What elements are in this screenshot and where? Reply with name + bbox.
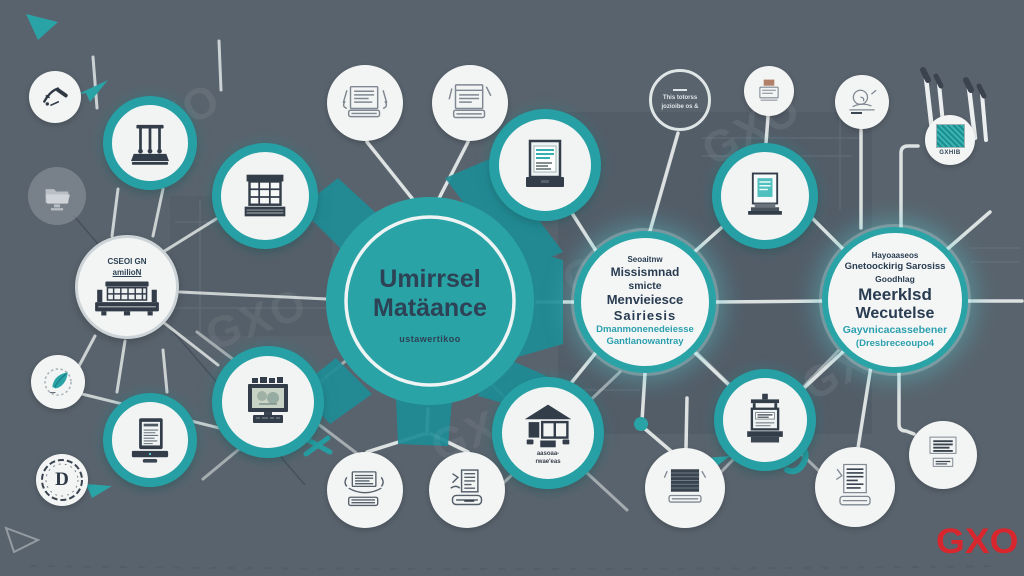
mini-bar — [673, 89, 687, 92]
right-text-line: (Dresbreceoupo4 — [855, 337, 935, 349]
right-text-line: Gayvnicacassebener — [842, 324, 948, 337]
middle-text-line: Dmanmonenedeiesse — [596, 324, 694, 336]
document-sketch-icon — [342, 85, 388, 118]
leaf-gauge-icon — [44, 368, 72, 396]
middle-text-line: Sairiesis — [613, 307, 677, 323]
cradle-machine-node — [103, 96, 197, 190]
tablet-reader-icon — [131, 418, 169, 463]
document-list-icon — [450, 469, 483, 506]
ring-text-line: This totorss — [662, 95, 698, 102]
document-sketch-icon — [759, 79, 779, 101]
tablet-reader-node — [103, 393, 197, 487]
hub-title-line2: Matäance — [373, 294, 487, 322]
house-caption: rwae'eas — [535, 459, 561, 465]
tv-monitor-icon — [248, 377, 288, 423]
dark-grid-node — [645, 448, 725, 528]
document-sketch-icon — [448, 84, 492, 119]
tv-monitor-node — [212, 346, 324, 458]
house-caption: aasoaa- — [536, 450, 560, 457]
snail-sketch-icon — [849, 89, 877, 114]
typewriter-sketch-icon — [344, 471, 384, 507]
text-blob-node — [909, 421, 977, 489]
certificate-stand-icon — [748, 172, 782, 215]
sketch-ring-icon — [41, 459, 83, 501]
hub-subtitle: ustawertikoo — [399, 333, 461, 344]
left-node-line: CSEOI GN — [107, 257, 147, 267]
cradle-machine-icon — [130, 124, 170, 165]
brush-stroke-shape — [920, 67, 988, 142]
right-text-line: Meerklsd — [858, 284, 932, 304]
house-booth-node: aasoaa- rwae'eas — [492, 377, 604, 489]
right-text-line: Goodhlag — [875, 273, 915, 284]
press-machine-icon — [747, 393, 783, 443]
middle-text-node: Seoaitnw Missismnad smicte Menvieiesce S… — [574, 231, 716, 373]
tools-sketch-icon — [43, 87, 68, 107]
middle-text-line: Gantlanowantray — [606, 336, 684, 348]
ring-text-node: This totorss jozioibe os & — [649, 69, 711, 131]
right-text-line: Hayoaaseos — [871, 250, 919, 260]
hatch-square-node: GXHIB — [925, 115, 975, 165]
capitol-building-icon — [95, 281, 159, 316]
document-sketch-node — [432, 65, 508, 141]
central-hub-label: Umirrsel Matäance ustawertikoo — [340, 246, 520, 362]
text-blob-icon — [929, 436, 957, 467]
folder-node — [28, 167, 86, 225]
middle-text-line: Missismnad — [610, 265, 680, 280]
record-sheet-icon — [835, 463, 871, 506]
right-text-node: Hayoaaseos Gnetoockirig Sarosiss Goodhla… — [822, 227, 968, 373]
middle-text-line: smicte — [628, 279, 662, 292]
document-list-sketch-node — [429, 452, 505, 528]
house-booth-icon — [524, 404, 572, 448]
window-building-icon — [244, 174, 286, 217]
dark-grid-icon — [663, 469, 707, 503]
press-machine-node — [714, 369, 816, 471]
leaf-gauge-node — [31, 355, 85, 409]
teal-dot-shape — [634, 417, 648, 431]
left-building-node: CSEOI GN amilioN — [75, 235, 179, 339]
right-text-line: Gnetoockirig Sarosiss — [844, 261, 946, 273]
middle-text-line: Seoaitnw — [627, 255, 663, 265]
window-building-node — [212, 143, 318, 249]
monitor-document-node — [489, 109, 601, 221]
folder-icon — [45, 189, 70, 211]
brand-watermark: GXO — [936, 522, 1019, 561]
hub-title-line1: Umirrsel — [379, 264, 481, 293]
letter-d-glyph: D — [55, 469, 69, 490]
small-sketch-node — [744, 66, 794, 116]
hatch-caption: GXHIB — [939, 150, 961, 156]
snail-sketch-node — [835, 75, 889, 129]
certificate-stand-node — [712, 143, 818, 249]
ring-text-line: jozioibe os & — [661, 103, 699, 110]
monitor-document-icon — [526, 139, 564, 187]
middle-text-line: Menvieiesce — [606, 292, 684, 308]
hatch-square-icon — [935, 124, 965, 148]
typewriter-sketch-node — [327, 452, 403, 528]
document-sketch-node — [327, 65, 403, 141]
letter-d-node: D — [36, 454, 88, 506]
right-text-line: Wecutelse — [855, 305, 935, 323]
left-node-line: amilioN — [112, 267, 142, 277]
record-sheet-node — [815, 447, 895, 527]
tools-sketch-node — [29, 71, 81, 123]
